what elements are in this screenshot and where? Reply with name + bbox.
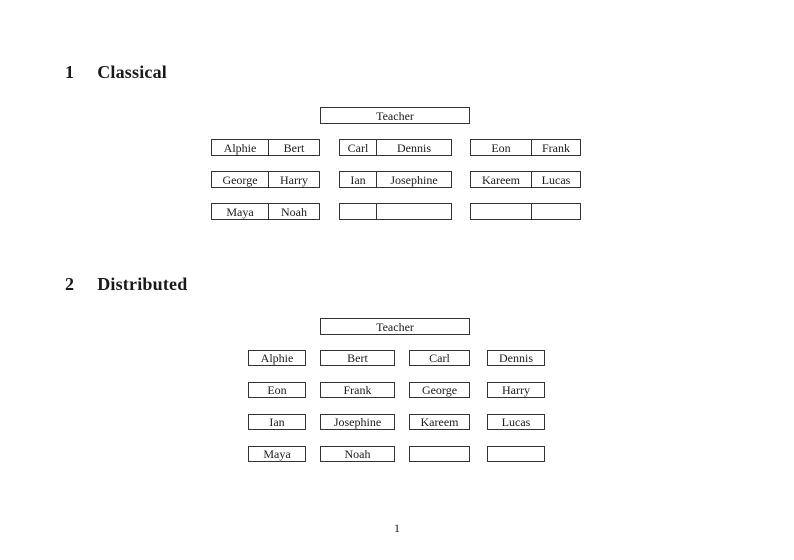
student-name: Lucas <box>501 415 531 429</box>
seat-box: Carl <box>409 350 470 366</box>
student-name: Noah <box>344 447 371 461</box>
empty-seat <box>340 204 377 219</box>
student-name: Harry <box>280 172 308 187</box>
student-name: Carl <box>340 140 377 155</box>
desk: Ian Josephine <box>339 171 452 188</box>
student-name: Kareem <box>471 172 532 187</box>
section-number: 2 <box>65 274 75 294</box>
desk: Alphie Bert <box>211 139 320 156</box>
seat-box: Maya <box>248 446 306 462</box>
page-number: 1 <box>394 521 400 535</box>
section-title: Distributed <box>97 274 188 294</box>
student-name: Ian <box>340 172 377 187</box>
student-name: Dennis <box>499 351 533 365</box>
empty-seat <box>377 204 451 219</box>
student-name: Josephine <box>390 172 438 187</box>
student-name: Frank <box>542 140 570 155</box>
teacher-label: Teacher <box>376 108 414 123</box>
student-name: Noah <box>281 204 307 219</box>
desk: Eon Frank <box>470 139 581 156</box>
student-name: Eon <box>471 140 532 155</box>
seat-box: Ian <box>248 414 306 430</box>
student-name: Lucas <box>541 172 571 187</box>
seat-box-empty <box>409 446 470 462</box>
section-number: 1 <box>65 62 75 82</box>
student-name: Frank <box>343 383 372 397</box>
seat-box: Noah <box>320 446 395 462</box>
desk-empty <box>339 203 452 220</box>
seat-box: Frank <box>320 382 395 398</box>
student-name: Bert <box>283 140 305 155</box>
desk: Carl Dennis <box>339 139 452 156</box>
seat-box: Josephine <box>320 414 395 430</box>
teacher-label: Teacher <box>376 319 414 334</box>
student-name: Harry <box>502 383 530 397</box>
empty-seat <box>471 204 532 219</box>
desk-empty <box>470 203 581 220</box>
section-title: Classical <box>97 62 168 82</box>
empty-seat <box>532 204 580 219</box>
seat-box: Alphie <box>248 350 306 366</box>
student-name: Maya <box>263 447 291 461</box>
student-name: Bert <box>347 351 368 365</box>
desk: Maya Noah <box>211 203 320 220</box>
student-name: Kareem <box>420 415 459 429</box>
student-name: Maya <box>212 204 269 219</box>
seat-box: George <box>409 382 470 398</box>
seat-box: Kareem <box>409 414 470 430</box>
section-heading-distributed: 2 Distributed <box>65 274 187 295</box>
section-heading-classical: 1 Classical <box>65 62 167 83</box>
student-name: George <box>212 172 269 187</box>
seat-box: Lucas <box>487 414 545 430</box>
desk: George Harry <box>211 171 320 188</box>
seat-box: Harry <box>487 382 545 398</box>
student-name: George <box>421 383 458 397</box>
seat-box: Eon <box>248 382 306 398</box>
student-name: Alphie <box>260 351 294 365</box>
student-name: Alphie <box>212 140 269 155</box>
desk: Kareem Lucas <box>470 171 581 188</box>
student-name: Eon <box>267 383 287 397</box>
seat-box: Dennis <box>487 350 545 366</box>
seat-box-empty <box>487 446 545 462</box>
student-name: Dennis <box>397 140 431 155</box>
student-name: Carl <box>429 351 450 365</box>
student-name: Ian <box>269 415 285 429</box>
seat-box: Bert <box>320 350 395 366</box>
teacher-box: Teacher <box>320 318 470 335</box>
student-name: Josephine <box>333 415 382 429</box>
teacher-box: Teacher <box>320 107 470 124</box>
